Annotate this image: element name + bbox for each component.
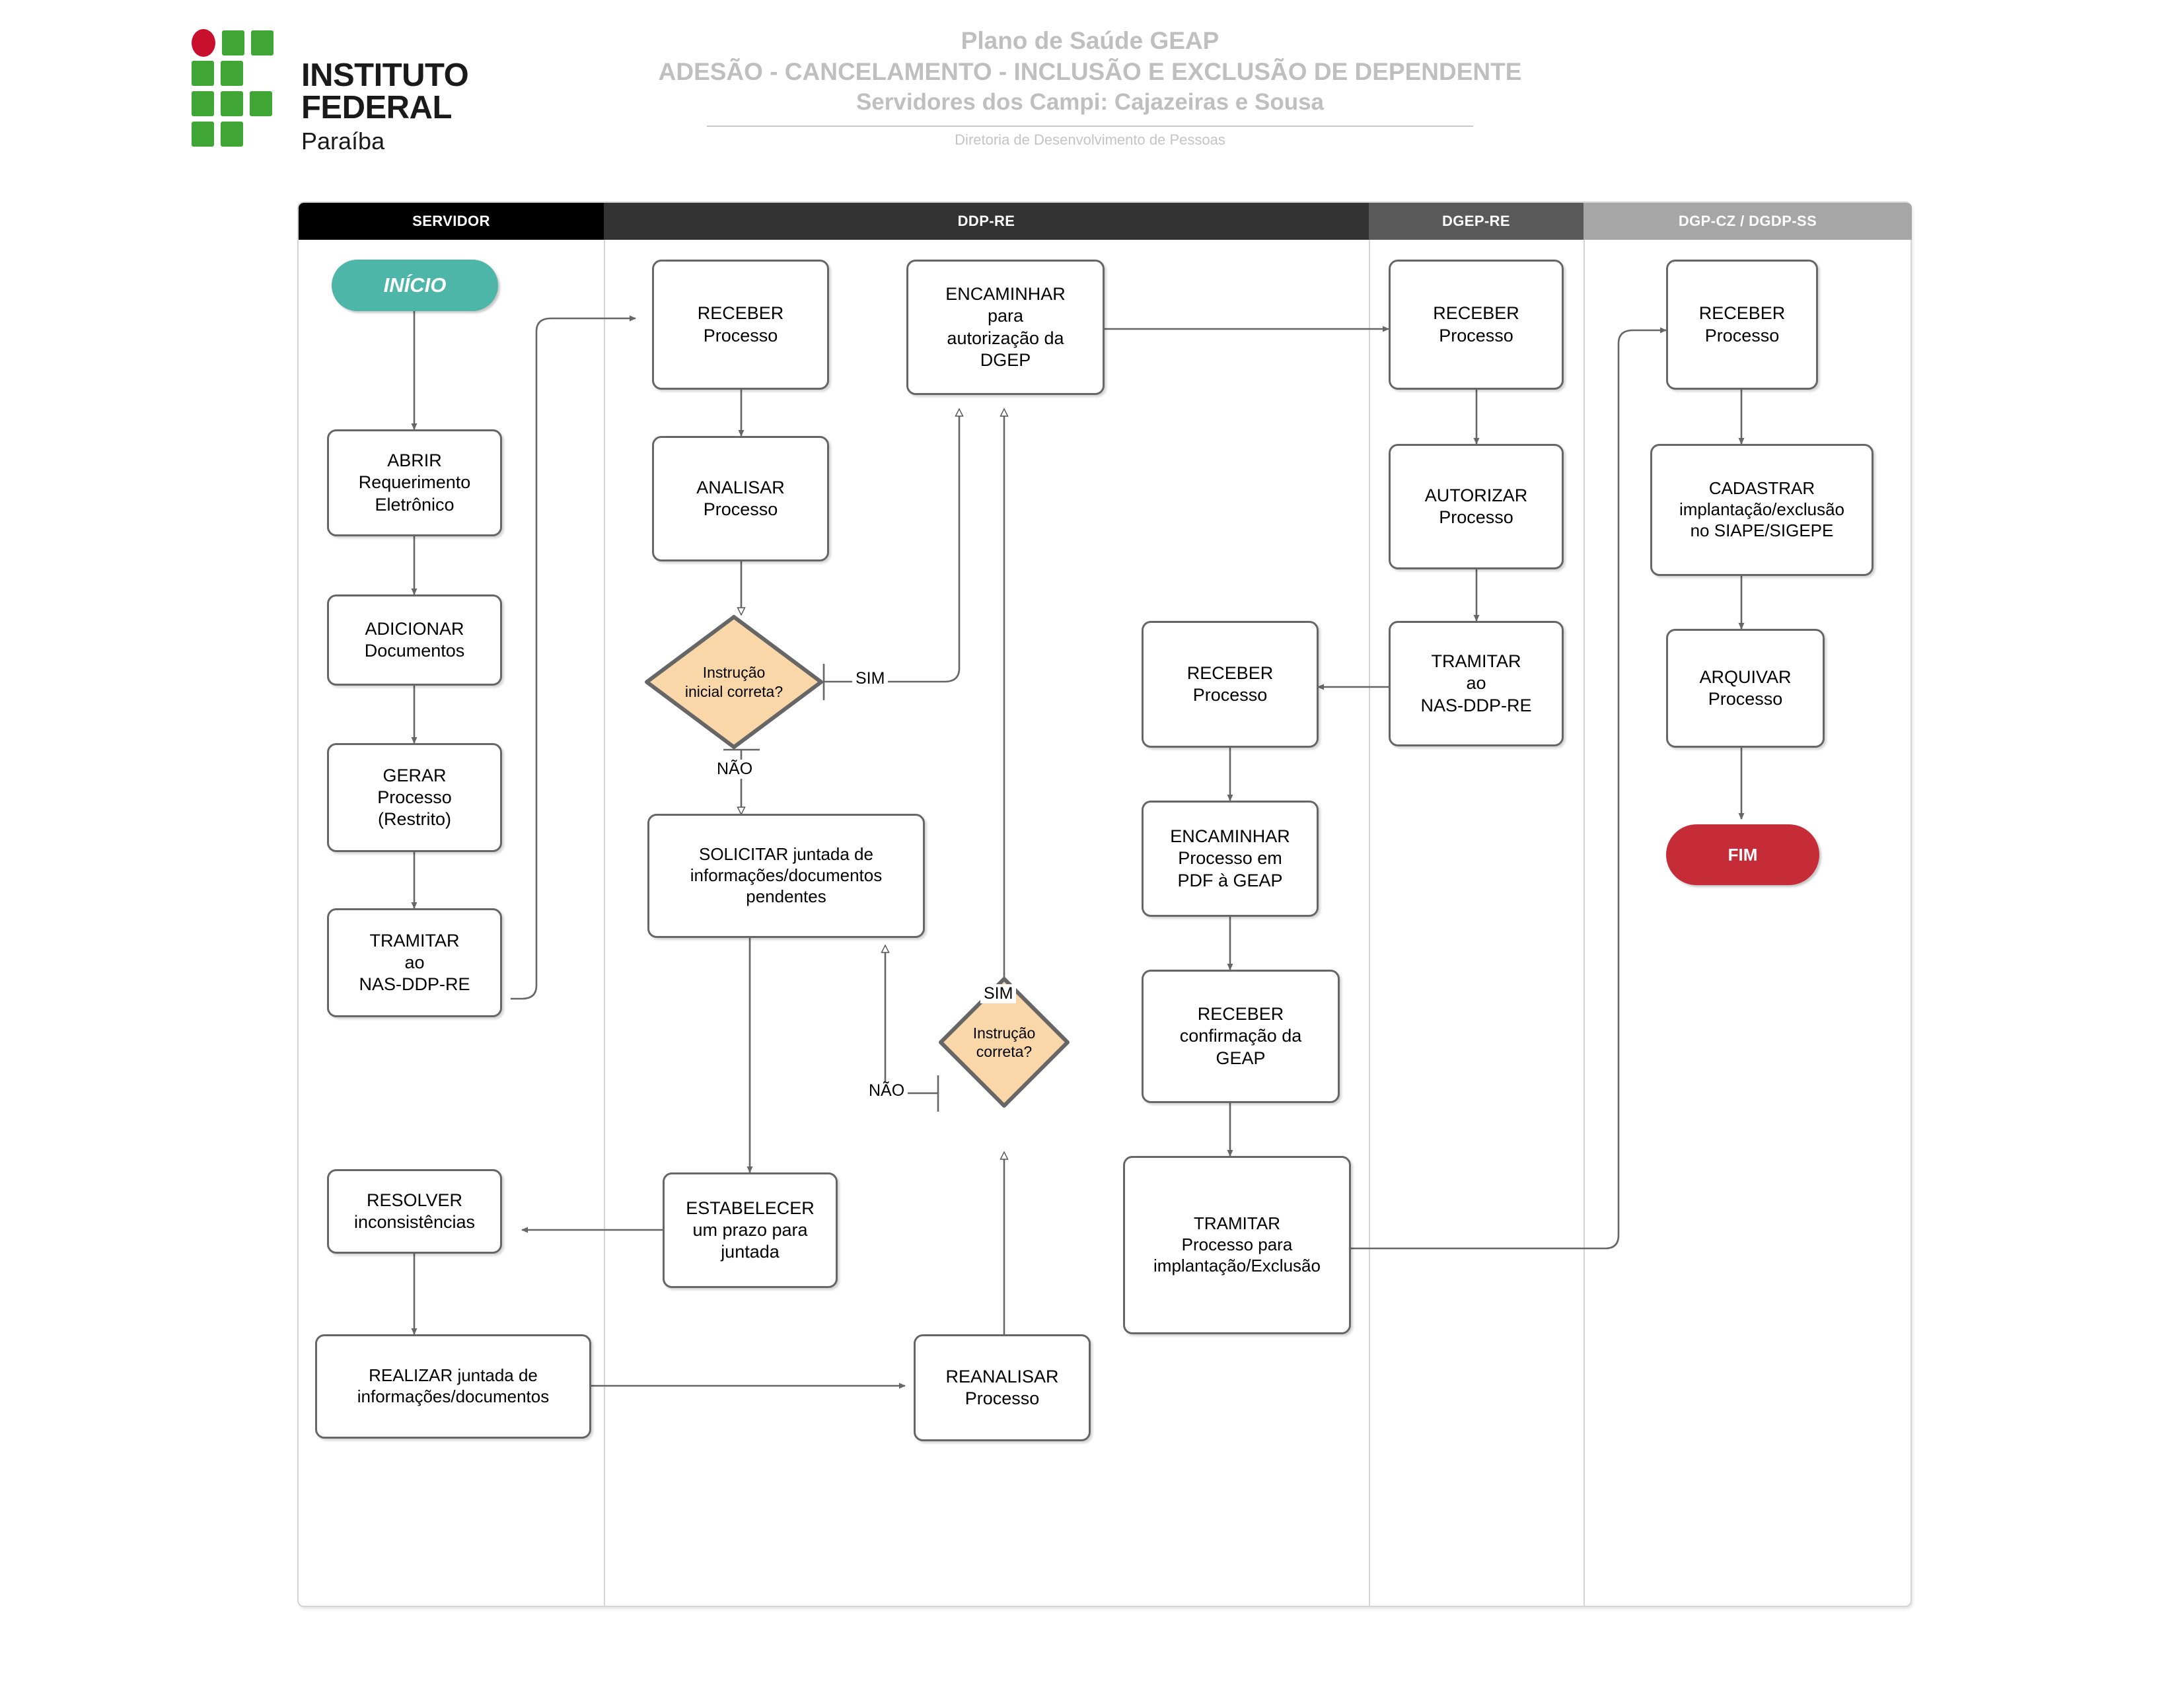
- lane-divider-1: [604, 240, 605, 1606]
- edge-label-sim-correta: SIM: [980, 984, 1017, 1003]
- lane-header-dgep-re: DGEP-RE: [1369, 203, 1583, 240]
- page-header: INSTITUTO FEDERAL Paraíba Plano de Saúde…: [0, 0, 2184, 178]
- logo-subtitle: Paraíba: [301, 127, 385, 155]
- node-start[interactable]: INÍCIO: [332, 260, 498, 311]
- diagram-subtitle: Diretoria de Desenvolvimento de Pessoas: [955, 131, 1225, 148]
- diagram-title-line-1: Plano de Saúde GEAP: [961, 27, 1219, 54]
- node-start-label: INÍCIO: [383, 273, 447, 297]
- title-divider: [707, 125, 1473, 127]
- diagram-title-line-2: ADESÃO - CANCELAMENTO - INCLUSÃO E EXCLU…: [658, 58, 1522, 86]
- lane-divider-2: [1369, 240, 1370, 1606]
- edge-label-nao-inicial: NÃO: [713, 760, 756, 779]
- edge-label-nao-correta: NÃO: [865, 1081, 908, 1100]
- lane-divider-3: [1583, 240, 1585, 1606]
- lane-header-ddp-re: DDP-RE: [604, 203, 1369, 240]
- logo-title: INSTITUTO FEDERAL: [301, 57, 469, 126]
- node-end[interactable]: FIM: [1666, 824, 1819, 885]
- lane-header-dgp-cz-dgdp-ss: DGP-CZ / DGDP-SS: [1583, 203, 1912, 240]
- diamond-shape-icon: [645, 615, 823, 749]
- node-end-label: FIM: [1728, 844, 1758, 865]
- institution-logo: INSTITUTO FEDERAL Paraíba: [190, 28, 587, 154]
- if-paraiba-logo-icon: [190, 28, 288, 147]
- diamond-shape-icon: [939, 977, 1070, 1108]
- diagram-title-line-3: Servidores dos Campi: Cajazeiras e Sousa: [855, 89, 1325, 115]
- diagram-title-block: Plano de Saúde GEAP ADESÃO - CANCELAMENT…: [595, 25, 1585, 149]
- lane-header-servidor: SERVIDOR: [299, 203, 604, 240]
- edge-label-sim-inicial: SIM: [852, 669, 889, 688]
